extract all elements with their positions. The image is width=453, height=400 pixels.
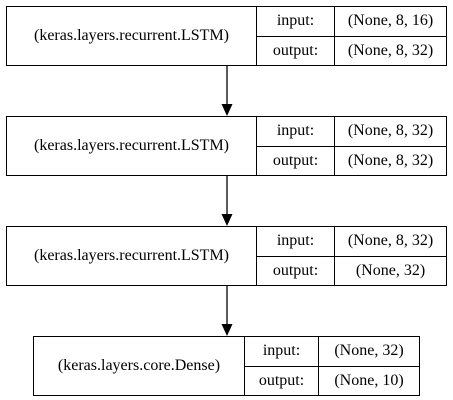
layer-node-3-name: (keras.layers.recurrent.LSTM): [7, 227, 257, 285]
layer-node-1-labels: input: output:: [257, 7, 335, 65]
layer-node-2-name: (keras.layers.recurrent.LSTM): [7, 117, 257, 175]
layer-node-1-shapes: (None, 8, 16) (None, 8, 32): [335, 7, 446, 65]
layer-node-3-input-shape: (None, 8, 32): [335, 227, 446, 257]
edge-2-to-3: [221, 176, 233, 226]
layer-node-4-output-shape: (None, 10): [334, 371, 404, 389]
layer-node-4-input-label: input:: [245, 337, 318, 367]
layer-node-4-input-shape: (None, 32): [319, 337, 419, 367]
layer-node-3-input-label: input:: [257, 227, 334, 257]
layer-node-4-shapes: (None, 32) (None, 10): [319, 337, 419, 395]
layer-node-1: (keras.layers.recurrent.LSTM) input: out…: [6, 6, 447, 66]
layer-node-1-input-shape: (None, 8, 16): [335, 7, 446, 37]
layer-node-1-input-label: input:: [257, 7, 334, 37]
layer-node-2-input-label: input:: [257, 117, 334, 147]
layer-node-2-output-label: output:: [272, 151, 319, 169]
layer-node-3: (keras.layers.recurrent.LSTM) input: out…: [6, 226, 447, 286]
layer-node-4: (keras.layers.core.Dense) input: output:…: [33, 336, 420, 396]
edge-1-to-2: [221, 66, 233, 116]
layer-node-1-output-label: output:: [272, 41, 319, 59]
layer-node-2-labels: input: output:: [257, 117, 335, 175]
layer-node-2-shapes: (None, 8, 32) (None, 8, 32): [335, 117, 446, 175]
layer-node-3-output-shape: (None, 32): [355, 261, 426, 279]
edge-2-to-3-arrowhead: [221, 214, 233, 226]
layer-node-2-output-shape: (None, 8, 32): [347, 151, 434, 169]
layer-node-3-labels: input: output:: [257, 227, 335, 285]
layer-node-4-output-label: output:: [258, 371, 305, 389]
layer-node-4-labels: input: output:: [245, 337, 319, 395]
edge-3-to-4-arrowhead: [221, 324, 233, 336]
edge-3-to-4: [221, 286, 233, 336]
layer-node-4-name: (keras.layers.core.Dense): [34, 337, 245, 395]
layer-node-1-name: (keras.layers.recurrent.LSTM): [7, 7, 257, 65]
layer-node-2-input-shape: (None, 8, 32): [335, 117, 446, 147]
layer-node-1-output-shape: (None, 8, 32): [347, 41, 434, 59]
layer-node-2: (keras.layers.recurrent.LSTM) input: out…: [6, 116, 447, 176]
layer-node-3-output-label: output:: [272, 261, 319, 279]
edge-1-to-2-arrowhead: [221, 104, 233, 116]
layer-node-3-shapes: (None, 8, 32) (None, 32): [335, 227, 446, 285]
